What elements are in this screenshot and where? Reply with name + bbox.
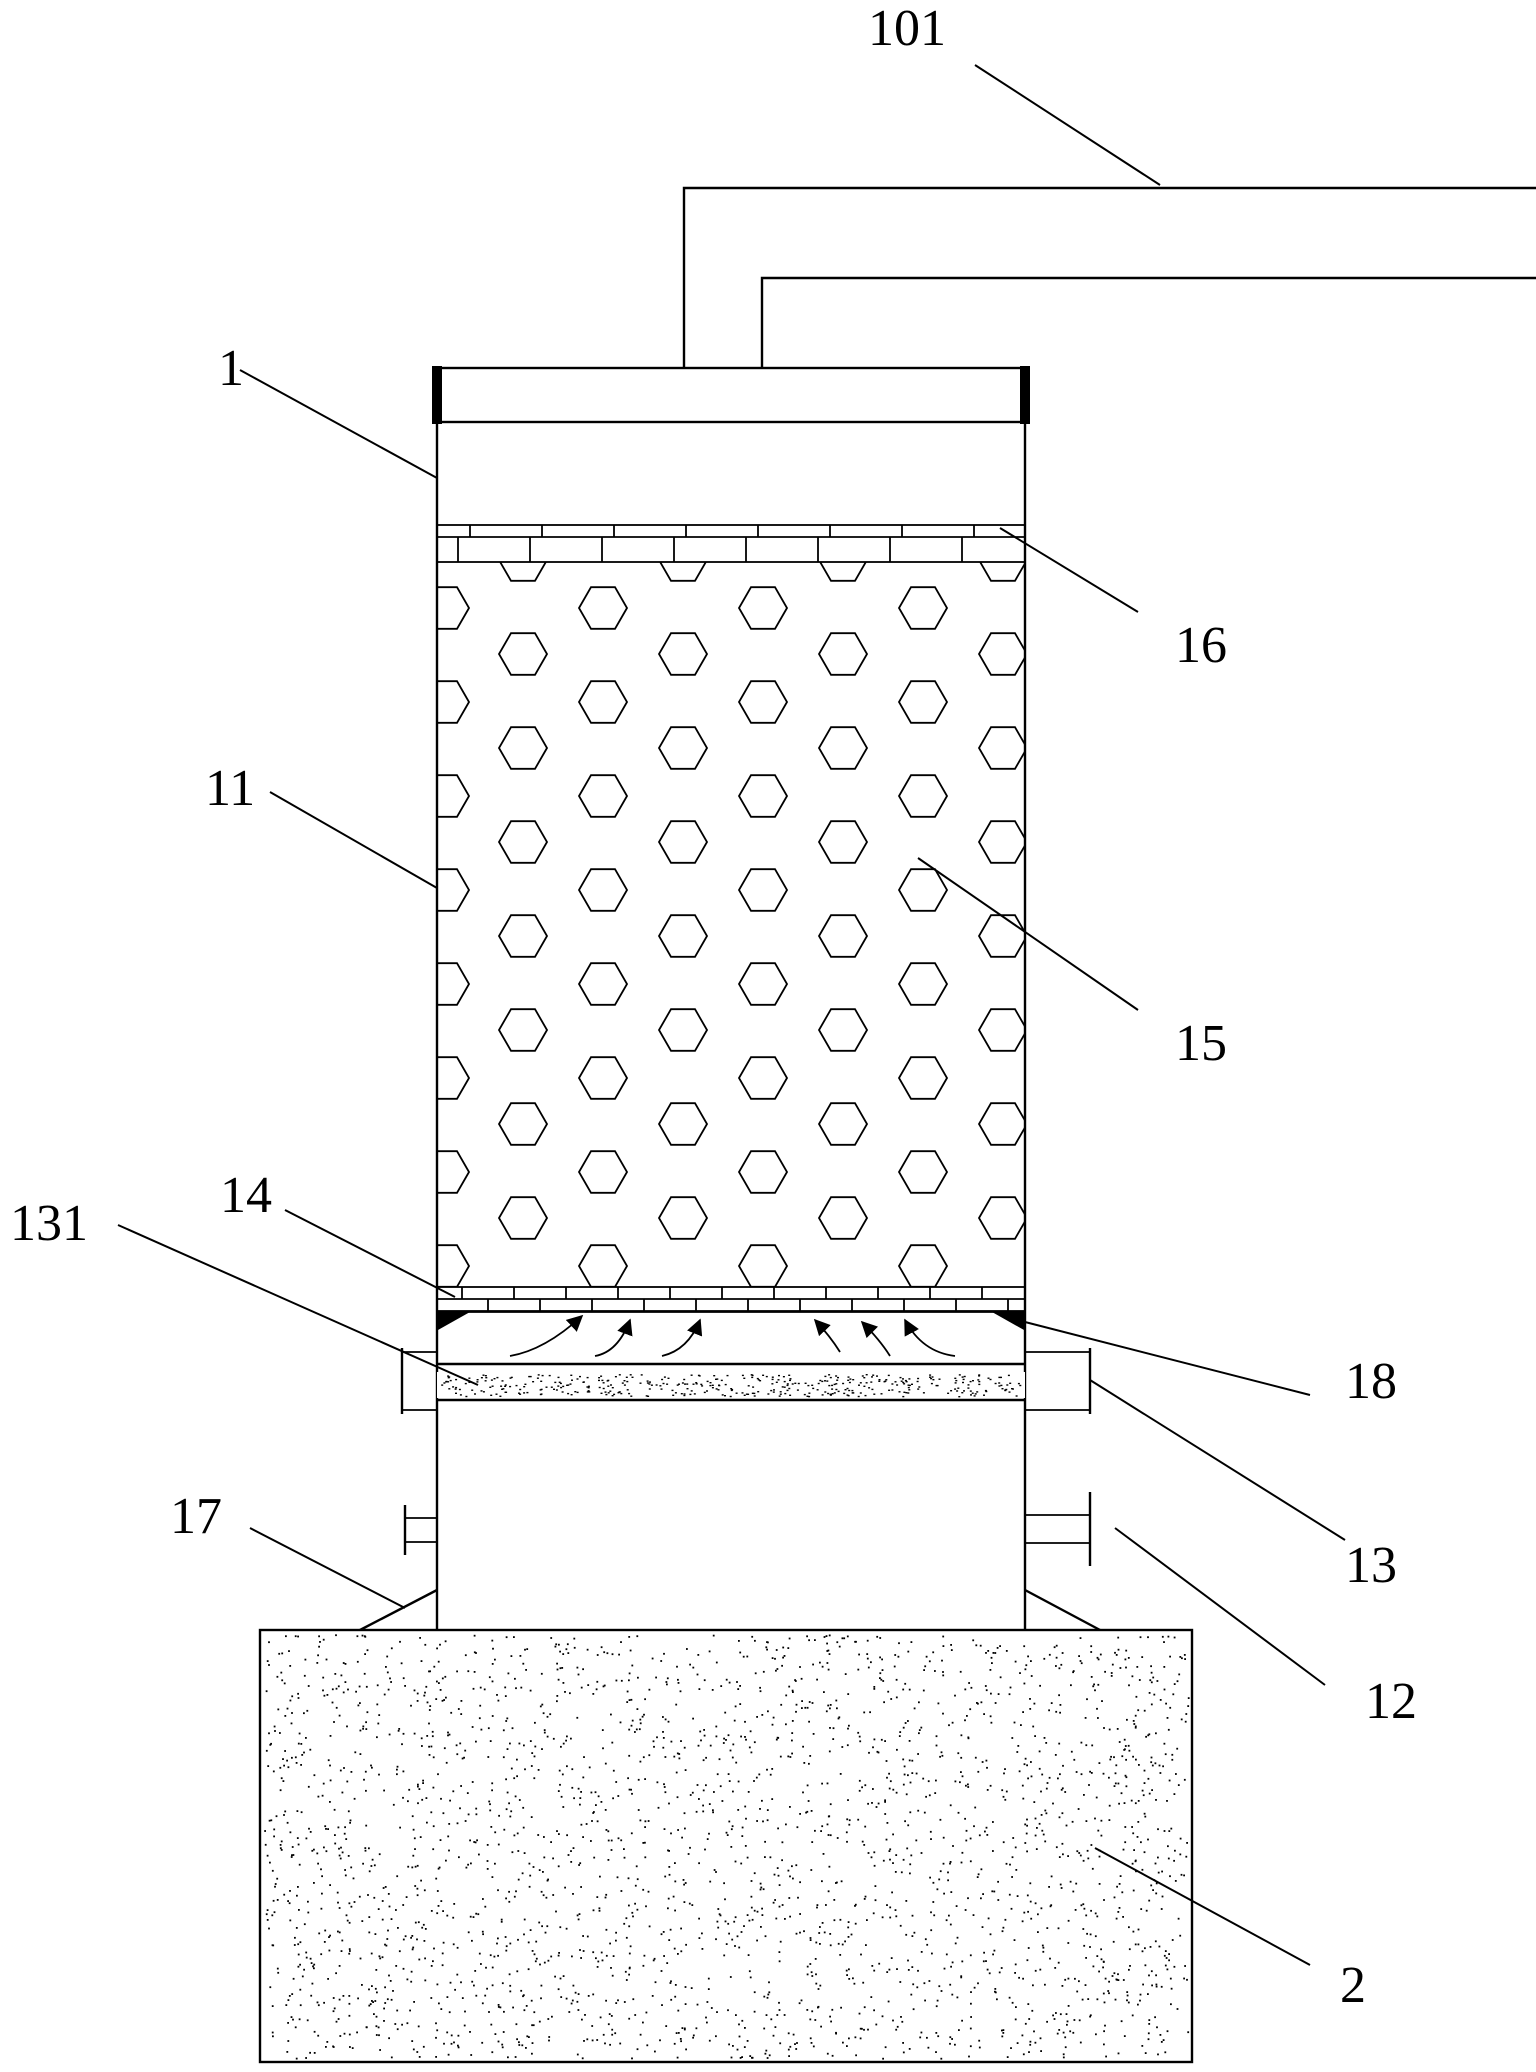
packing-hexagon — [977, 914, 1025, 958]
packing-hexagon — [577, 586, 629, 630]
packing-hexagon — [437, 1150, 471, 1194]
packing-hexagon — [437, 680, 471, 724]
airflow-arrows — [509, 1314, 956, 1357]
left-nozzle — [403, 1505, 437, 1555]
packing-hexagon — [737, 586, 789, 630]
packing-hexagon — [977, 726, 1025, 770]
packing-hexagon — [979, 562, 1025, 582]
packing-hexagon — [499, 562, 547, 582]
packing-hexagon — [897, 586, 949, 630]
packing-hexagon — [497, 632, 549, 676]
support-legs — [359, 1588, 1101, 1632]
packing-layer — [437, 562, 1025, 1287]
packing-hexagon — [497, 914, 549, 958]
packing-hexagon — [437, 962, 471, 1006]
base-tank — [258, 1628, 1194, 2064]
packing-hexagon — [737, 1056, 789, 1100]
packing-hexagon — [577, 774, 629, 818]
packing-hexagon — [817, 820, 869, 864]
packing-hexagon — [977, 632, 1025, 676]
packing-hexagon — [497, 726, 549, 770]
packing-hexagon — [657, 914, 709, 958]
label-16: 16 — [1175, 617, 1227, 674]
packing-hexagon — [737, 868, 789, 912]
packing-hexagon — [897, 868, 949, 912]
label-2: 2 — [1340, 1957, 1366, 2014]
packing-hexagon — [657, 1196, 709, 1240]
packing-hexagon — [657, 1008, 709, 1052]
packing-hexagon — [497, 1102, 549, 1146]
packing-hexagon — [897, 1150, 949, 1194]
label-14: 14 — [220, 1167, 272, 1224]
leader-lines — [117, 64, 1346, 1966]
corner-seal — [437, 1311, 1025, 1330]
label-17: 17 — [170, 1488, 222, 1545]
packing-hexagon — [897, 774, 949, 818]
packing-hexagon — [437, 868, 471, 912]
packing-hexagon — [657, 820, 709, 864]
packing-hexagon — [977, 820, 1025, 864]
packing-hexagon — [897, 1056, 949, 1100]
packing-hexagon — [577, 868, 629, 912]
packing-hexagon — [897, 1244, 949, 1287]
label-1: 1 — [218, 340, 244, 397]
label-12: 12 — [1365, 1673, 1417, 1730]
packing-hexagon — [577, 962, 629, 1006]
label-11: 11 — [205, 760, 255, 817]
packing-hexagon — [437, 1056, 471, 1100]
packing-hexagon — [817, 1196, 869, 1240]
packing-hexagon — [577, 1150, 629, 1194]
packing-hexagon — [819, 562, 867, 582]
packing-hexagon — [657, 726, 709, 770]
packing-hexagon — [657, 1102, 709, 1146]
packing-hexagon — [737, 680, 789, 724]
packing-hexagon — [817, 914, 869, 958]
reference-labels: 101 1 16 11 15 14 131 18 13 17 12 2 — [10, 0, 1417, 2014]
right-nozzle — [1025, 1492, 1092, 1566]
packing-hexagon — [737, 774, 789, 818]
packing-hexagon — [497, 820, 549, 864]
packing-hexagon — [817, 1102, 869, 1146]
packing-hexagon — [437, 586, 471, 630]
label-13: 13 — [1345, 1537, 1397, 1594]
spray-layer — [400, 1348, 1092, 1414]
packing-hexagon — [659, 562, 707, 582]
upper-plate — [436, 524, 1026, 563]
label-101: 101 — [868, 0, 946, 57]
packing-hexagon — [817, 726, 869, 770]
packing-hexagon — [497, 1008, 549, 1052]
top-cover — [432, 366, 1030, 424]
packing-hexagon — [897, 680, 949, 724]
label-18: 18 — [1345, 1353, 1397, 1410]
packing-hexagon — [657, 632, 709, 676]
packing-hexagon — [977, 1196, 1025, 1240]
packing-hexagon — [977, 1008, 1025, 1052]
packing-hexagon — [577, 680, 629, 724]
tower-body — [435, 422, 1027, 1630]
packing-hexagon — [497, 1196, 549, 1240]
packing-hexagon — [737, 962, 789, 1006]
label-15: 15 — [1175, 1015, 1227, 1072]
packing-hexagon — [577, 1056, 629, 1100]
packing-hexagon — [897, 962, 949, 1006]
packing-hexagon — [737, 1244, 789, 1287]
packing-hexagon — [437, 774, 471, 818]
packing-hexagon — [817, 1008, 869, 1052]
packing-hexagon — [977, 1102, 1025, 1146]
packing-hexagon — [577, 1244, 629, 1287]
packing-hexagon — [437, 1244, 471, 1287]
packing-hexagon — [737, 1150, 789, 1194]
outlet-pipe — [682, 186, 1536, 368]
label-131: 131 — [10, 1195, 88, 1252]
packing-hexagon — [817, 632, 869, 676]
lower-plate — [436, 1286, 1026, 1312]
